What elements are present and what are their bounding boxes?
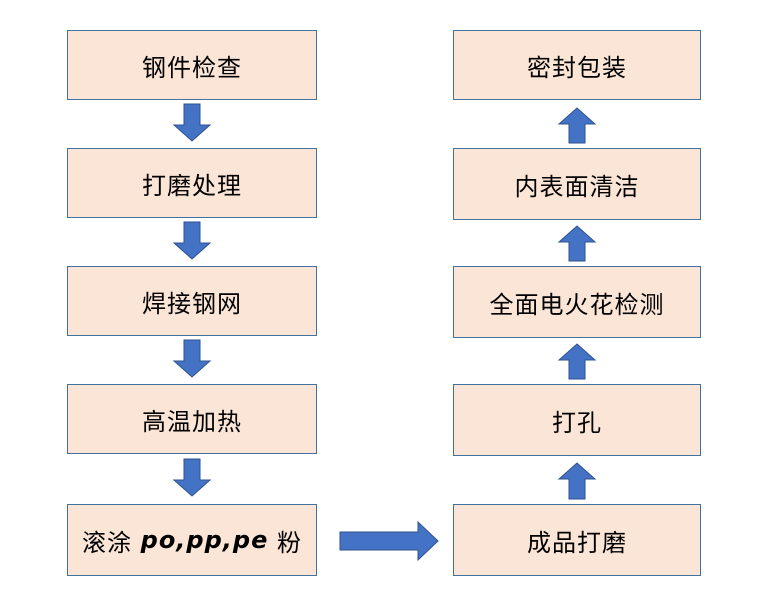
arrow-down-icon — [172, 103, 212, 142]
step-label: 高温加热 — [142, 407, 242, 436]
step-drilling: 打孔 — [453, 384, 701, 456]
step-high-temp-heating: 高温加热 — [67, 384, 317, 454]
step-label: 焊接钢网 — [142, 289, 242, 318]
arrow-group — [172, 103, 597, 562]
step-label: 打磨处理 — [142, 171, 242, 200]
arrow-up-icon — [557, 107, 597, 144]
arrow-up-icon — [557, 462, 597, 500]
step-final-grinding: 成品打磨 — [453, 504, 701, 576]
step-label-latin: po,pp,pe — [140, 526, 269, 554]
step-label: 内表面清洁 — [514, 172, 640, 201]
arrow-down-icon — [172, 458, 212, 497]
step-label: 全面电火花检测 — [489, 290, 665, 319]
step-roll-coating: 滚涂 po,pp,pe 粉 — [67, 504, 317, 576]
step-steel-inspection: 钢件检查 — [67, 30, 317, 100]
step-label: 钢件检查 — [142, 53, 242, 82]
step-label-post: 粉 — [268, 528, 302, 557]
step-grinding: 打磨处理 — [67, 148, 317, 218]
step-label-pre: 滚涂 — [82, 528, 141, 557]
arrow-up-icon — [557, 225, 597, 262]
arrow-up-icon — [557, 343, 597, 380]
step-spark-inspection: 全面电火花检测 — [453, 266, 701, 338]
step-label: 密封包装 — [527, 53, 627, 82]
step-label: 成品打磨 — [527, 528, 627, 557]
step-inner-surface-cleaning: 内表面清洁 — [453, 148, 701, 220]
step-label: 打孔 — [552, 408, 602, 437]
arrow-down-icon — [172, 339, 212, 378]
arrow-down-icon — [172, 221, 212, 260]
arrow-right-icon — [339, 520, 439, 562]
step-weld-mesh: 焊接钢网 — [67, 266, 317, 336]
step-seal-packaging: 密封包装 — [453, 30, 701, 100]
